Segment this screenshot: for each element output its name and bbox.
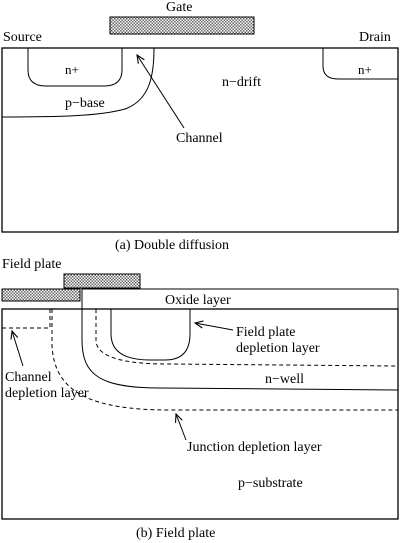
- gate-label: Gate: [166, 0, 192, 15]
- channel-label: Channel: [176, 131, 223, 146]
- junction-depletion-dashed: [51, 309, 398, 411]
- n-plus-drain-region: [322, 48, 398, 80]
- n-drift-label: n−drift: [222, 75, 261, 90]
- caption-b: (b) Field plate: [136, 526, 215, 541]
- field-plate-label: Field plate: [2, 257, 62, 272]
- p-base-region: [1, 47, 155, 118]
- junction-depletion-arrow: [176, 414, 187, 441]
- field-plate-depletion-label-1: Field plate: [236, 325, 296, 340]
- field-plate-depletion-dashed: [95, 309, 399, 367]
- n-plus-source-region: [27, 48, 123, 87]
- figure-b: Field plate Oxide layer Field plate depl…: [1, 257, 399, 541]
- source-label: Source: [3, 30, 42, 45]
- substrate-outline-b: [1, 308, 399, 520]
- channel-depletion-dashed: [2, 309, 51, 329]
- substrate-outline-a: [1, 47, 399, 233]
- field-plate-depletion-boundary: [110, 309, 191, 361]
- drain-label: Drain: [359, 30, 391, 45]
- n-well-label: n−well: [265, 372, 304, 387]
- channel-depletion-label-2: depletion layer: [5, 386, 89, 401]
- figure-a: Gate Source Drain n+ n+ n−drift p−base C…: [1, 0, 399, 253]
- oxide-layer: [81, 288, 399, 310]
- field-plate-upper: [63, 273, 141, 289]
- caption-a: (a) Double diffusion: [115, 238, 229, 253]
- field-plate-depletion-label-2: depletion layer: [236, 341, 320, 356]
- p-base-label: p−base: [65, 96, 105, 111]
- field-plate-lower: [1, 288, 81, 302]
- p-substrate-label: p−substrate: [238, 476, 303, 491]
- channel-depletion-arrow: [12, 331, 24, 367]
- oxide-layer-label: Oxide layer: [165, 293, 231, 308]
- n-plus-source-label: n+: [65, 62, 79, 77]
- n-well-boundary: [81, 309, 399, 391]
- gate-electrode: [109, 16, 255, 35]
- channel-arrow: [137, 55, 185, 129]
- channel-depletion-label-1: Channel: [5, 370, 52, 385]
- field-plate-depletion-arrow: [195, 323, 234, 331]
- n-plus-drain-label: n+: [358, 62, 372, 77]
- junction-depletion-label: Junction depletion layer: [187, 440, 322, 455]
